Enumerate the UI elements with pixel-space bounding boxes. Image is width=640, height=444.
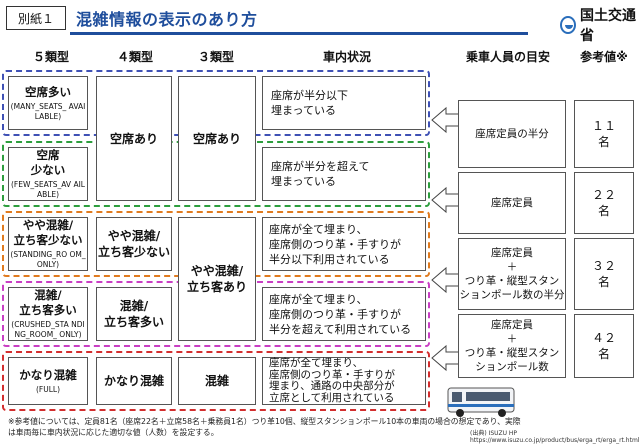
type5-code: (STANDING_RO OM_ONLY) [10,250,86,269]
footnote: ※参考値については、定員81名（座席22名＋立席58名＋乗務員1名）つり革10個… [8,417,521,437]
type5-crushed: 混雑/ 立ち客多い (CRUSHED_STA NDING_ROOM_ ONLY) [8,287,88,341]
org-logo: 国土交通省 [560,5,640,45]
type3-crowded: 混雑 [178,357,256,405]
type4-standing-few: やや混雑/ 立ち客少ない [96,217,172,271]
type5-standing: やや混雑/ 立ち客少ない (STANDING_RO OM_ONLY) [8,217,88,271]
org-name: 国土交通省 [580,8,636,44]
type4-label: やや混雑/ 立ち客少ない [97,229,170,259]
reference-row-2: ２２ 名 [574,172,634,234]
reference-row-4: ４２ 名 [574,314,634,378]
title-underline [70,32,528,35]
type3-label: 空席あり [192,131,241,146]
type5-few-seats: 空席 少ない (FEW_SEATS_AV AILABLE) [8,147,88,201]
arrow-left-icon [431,266,464,294]
guide-row-4: 座席定員 ＋ つり革・縦型スタン ションポール数 [458,314,566,378]
type5-code: (MANY_SEATS_ AVAILABLE) [10,101,86,121]
col-header-3types: ３類型 [197,50,234,64]
type5-label: 空席多い [25,84,71,99]
type4-full: かなり混雑 [96,357,172,405]
type5-label: かなり混雑 [19,367,77,382]
condition-row-2: 座席が半分を超えて 埋まっている [262,147,426,201]
type5-many-seats: 空席多い (MANY_SEATS_ AVAILABLE) [8,76,88,130]
row-frame-full [2,351,430,411]
col-header-5types: ５類型 [32,50,69,64]
source-citation: (出典) ISUZU HP https://www.isuzu.co.jp/pr… [470,430,640,444]
type3-label: やや混雑/ 立ち客あり [186,264,247,294]
condition-row-4: 座席が全て埋まり、 座席側のつり革・手すりが 半分を超えて利用されている [262,287,426,341]
document-tag: 別紙１ [6,6,66,30]
reference-row-1: １１ 名 [574,100,634,168]
type5-code: (CRUSHED_STA NDING_ROOM_ ONLY) [11,320,85,339]
type4-label: かなり混雑 [103,374,164,388]
condition-row-1: 座席が半分以下 埋まっている [262,76,426,130]
col-header-reference: 参考値※ [580,50,628,64]
type5-label: 混雑/ 立ち客多い [19,288,77,317]
guide-row-3: 座席定員 ＋ つり革・縦型スタン ションポール数の半分 [458,238,566,310]
arrow-left-icon [431,186,464,214]
type5-label: やや混雑/ 立ち客少ない [13,218,83,247]
type3-seats-available: 空席あり [178,76,256,201]
type5-full: かなり混雑 (FULL) [8,357,88,405]
arrow-left-icon [431,106,464,134]
type3-label: 混雑 [204,374,229,388]
condition-row-3: 座席が全て埋まり、 座席側のつり革・手すりが 半分以下利用されている [262,217,426,271]
arrow-left-icon [431,344,464,372]
type5-code: (FEW_SEATS_AV AILABLE) [11,180,85,199]
mlit-logo-icon [560,16,576,34]
reference-row-3: ３２ 名 [574,238,634,310]
type4-seats-available: 空席あり [96,76,172,201]
type5-label: 空席 少ない [30,148,66,177]
page-title: 混雑情報の表示のあり方 [76,10,258,29]
col-header-conditions: 車内状況 [322,50,371,64]
type3-standing: やや混雑/ 立ち客あり [178,217,256,341]
boundary-arrows [431,106,464,372]
type5-code: (FULL) [35,384,60,394]
guide-row-2: 座席定員 [458,172,566,234]
bus-photo [447,387,515,417]
condition-row-5: 座席が全て埋まり、 座席側のつり革・手すりが 埋まり、通路の中央部分が 立席とし… [262,357,426,405]
type4-label: 混雑/ 立ち客多い [103,299,164,329]
col-header-4types: ４類型 [116,50,153,64]
type4-label: 空席あり [109,131,158,146]
guide-row-1: 座席定員の半分 [458,100,566,168]
type4-crushed: 混雑/ 立ち客多い [96,287,172,341]
col-header-guide: 乗車人員の目安 [465,50,550,64]
